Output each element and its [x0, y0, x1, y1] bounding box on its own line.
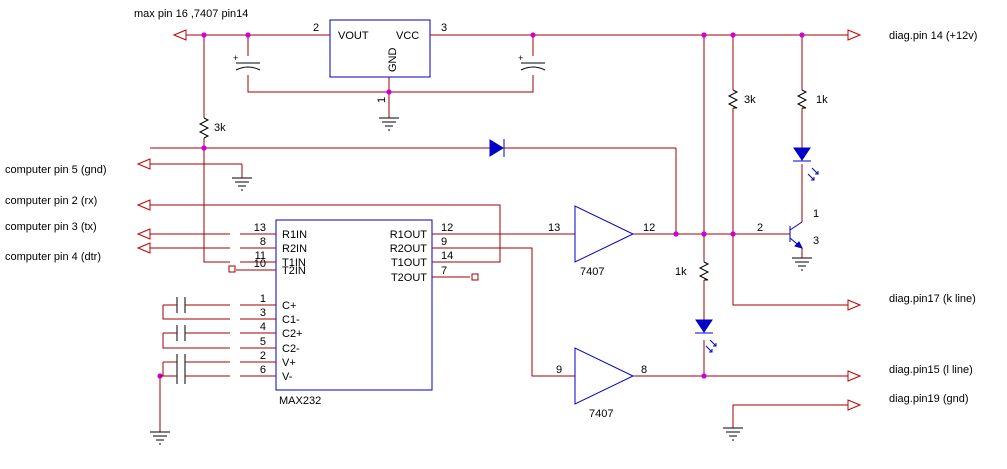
resistor-lower-1k: 1k — [675, 261, 710, 281]
reg-gnd-label: GND — [387, 48, 399, 73]
ground-symbols — [150, 117, 812, 445]
max232-left-pin-label: V+ — [282, 357, 296, 369]
max232-right-pin-number: 14 — [441, 250, 453, 262]
led-upper — [793, 147, 819, 181]
capacitor-right: + — [518, 53, 546, 71]
max232-name: MAX232 — [279, 395, 321, 407]
max232-left-pin-label: C2+ — [282, 328, 303, 340]
label-pc2: computer pin 2 (rx) — [5, 195, 97, 207]
port-max-pin16 — [172, 29, 187, 41]
buffer-bottom-pin-out: 8 — [641, 364, 647, 376]
max232-right-pin-number: 7 — [441, 265, 447, 277]
capacitor-left: + — [233, 53, 261, 71]
port-arrows — [136, 29, 862, 411]
max232-left-pin-number: 2 — [260, 350, 266, 362]
label-pc4: computer pin 4 (dtr) — [5, 251, 101, 263]
max232-left-pin-label: T2IN — [282, 265, 306, 277]
nc-box-t2in — [228, 265, 236, 273]
label-pc5: computer pin 5 (gnd) — [5, 164, 107, 176]
max232-right-pin-number: 9 — [441, 236, 447, 248]
max232-right-pin-label: R1OUT — [390, 229, 428, 241]
max232-capacitors — [160, 297, 192, 384]
port-pc5 — [136, 158, 151, 170]
junction-dots — [157, 32, 805, 379]
label-diag14: diag.pin 14 (+12v) — [889, 30, 977, 42]
resistor-lower-label: 1k — [675, 266, 687, 278]
max232-left-pin-number: 13 — [254, 222, 266, 234]
led-lower — [695, 319, 717, 353]
voltage-regulator: VOUT VCC GND 2 3 1 — [313, 19, 447, 103]
transistor-pin-base: 2 — [757, 222, 763, 234]
cap-left-plus: + — [233, 53, 238, 63]
buffer-top-pin-out: 12 — [643, 222, 655, 234]
port-diag19 — [847, 399, 862, 411]
diode — [488, 139, 520, 157]
max232-right-pin-number: 12 — [441, 222, 453, 234]
max232-left-pin-label: C2- — [282, 343, 300, 355]
ground-diag19 — [723, 427, 743, 441]
resistor-right-1k: 1k — [796, 89, 828, 109]
port-pc4 — [136, 242, 151, 254]
port-diag14 — [847, 29, 862, 41]
port-diag15 — [847, 370, 862, 382]
buffer-bottom-name: 7407 — [589, 408, 613, 420]
buffer-top-name: 7407 — [580, 266, 604, 278]
resistor-mid-label: 3k — [744, 94, 756, 106]
buffer-bottom: 9 8 7407 — [556, 347, 647, 420]
max232-left-pin-number: 3 — [260, 307, 266, 319]
ground-transistor — [792, 257, 812, 271]
max232-right-pin-label: T2OUT — [391, 272, 427, 284]
max232-right-pin-label: T1OUT — [391, 257, 427, 269]
label-diag17: diag.pin17 (k line) — [889, 293, 976, 305]
max232-left-pin-number: 6 — [260, 364, 266, 376]
buffer-top: 13 12 7407 — [548, 205, 655, 278]
max232-left-pin-label: V- — [282, 371, 293, 383]
wires — [150, 34, 848, 432]
label-pc3: computer pin 3 (tx) — [5, 221, 97, 233]
transistor-pin-emitter: 3 — [813, 235, 819, 247]
npn-transistor: 2 1 3 — [757, 208, 819, 249]
label-diag19: diag.pin19 (gnd) — [889, 393, 969, 405]
resistor-left-label: 3k — [214, 122, 226, 134]
label-diag15: diag.pin15 (l line) — [889, 364, 973, 376]
max232-left-pin-number: 8 — [260, 236, 266, 248]
max232-left-pin-number: 11 — [255, 250, 266, 262]
transistor-pin-collector: 1 — [813, 208, 819, 220]
resistor-left-3k: 3k — [198, 117, 226, 139]
resistor-right-label: 1k — [816, 94, 828, 106]
max232-left-pin-number: 1 — [260, 293, 266, 305]
port-pc3 — [136, 228, 151, 240]
max232-left-pin-label: R1IN — [282, 229, 307, 241]
reg-vout-label: VOUT — [338, 30, 369, 42]
max232-left-pin-label: R2IN — [282, 243, 307, 255]
cap-right-plus: + — [518, 53, 523, 63]
max232-left-pin-number: 10 — [254, 258, 266, 270]
ground-pc5 — [232, 177, 252, 191]
max232-left-pin-label: C+ — [282, 300, 296, 312]
max232-left-pin-label: T1IN — [282, 257, 306, 269]
reg-vcc-label: VCC — [396, 30, 419, 42]
resistor-mid-3k: 3k — [727, 89, 756, 109]
max232-right-pin-label: R2OUT — [390, 243, 428, 255]
reg-pin-vcc: 3 — [441, 22, 447, 34]
ground-max232 — [150, 431, 170, 445]
max232-left-pin-label: C1- — [282, 314, 300, 326]
buffer-bottom-pin-in: 9 — [556, 364, 562, 376]
max232-left-pin-number: 5 — [260, 336, 266, 348]
ground-regulator — [379, 117, 399, 131]
reg-pin-gnd: 1 — [376, 97, 388, 103]
buffer-top-pin-in: 13 — [548, 222, 560, 234]
label-max-pin: max pin 16 ,7407 pin14 — [134, 8, 248, 20]
port-diag17 — [847, 299, 862, 311]
nc-box-t2out — [471, 273, 479, 281]
port-pc2 — [136, 199, 151, 211]
reg-pin-vout: 2 — [313, 22, 319, 34]
max232-left-pin-number: 4 — [260, 321, 266, 333]
